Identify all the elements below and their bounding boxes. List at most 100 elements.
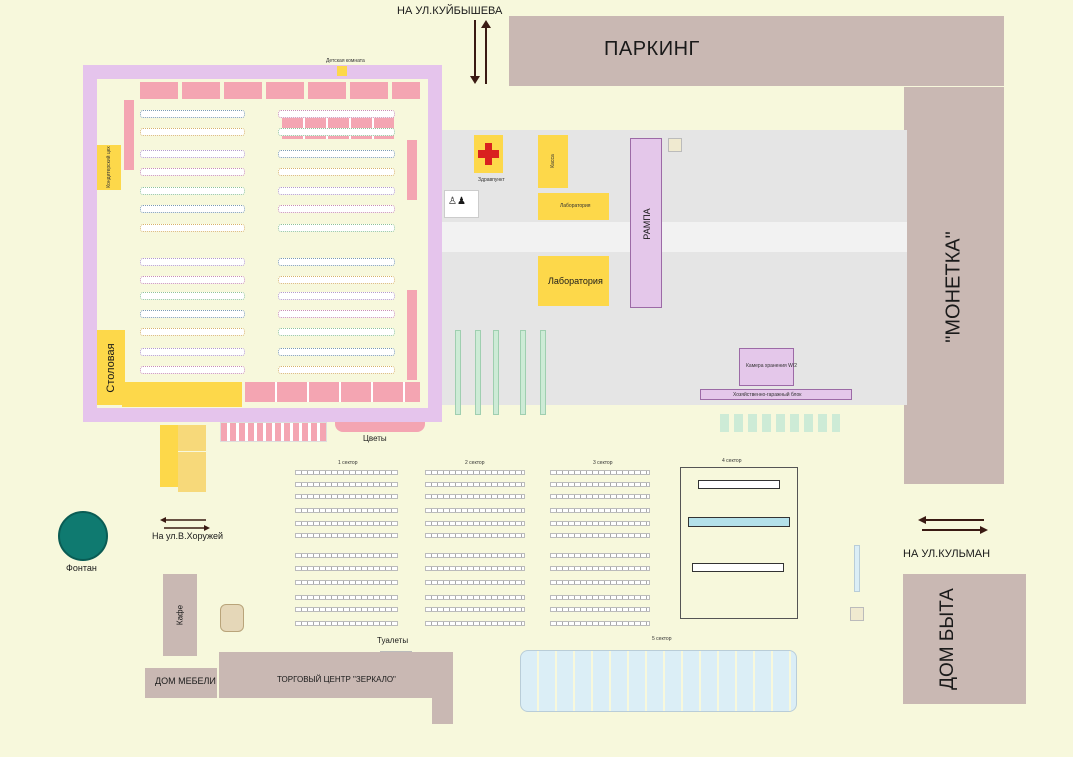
top-booths: [140, 82, 420, 99]
flower-booths: [335, 422, 425, 432]
market-stall-row: [550, 482, 650, 487]
stall-row: [140, 328, 245, 336]
stall-row: [278, 366, 395, 374]
market-stall-row: [295, 533, 398, 538]
market-stall-row: [425, 621, 525, 626]
market-stall-row: [295, 607, 398, 612]
household-block: Хозяйственно-гаражный блок: [700, 389, 852, 400]
ramp: РАМПА: [630, 138, 662, 308]
household-label: Хозяйственно-гаражный блок: [733, 392, 802, 398]
market-stall-row: [425, 553, 525, 558]
market-stall-row: [295, 553, 398, 558]
stall-row: [140, 258, 245, 266]
outdoor-stall-column: [493, 330, 499, 415]
stall-row: [140, 224, 245, 232]
market-stall-row: [550, 607, 650, 612]
service-yard-strip: [442, 222, 907, 252]
stall-row: [278, 187, 395, 195]
parking-label: ПАРКИНГ: [604, 38, 700, 60]
stall-row: [278, 276, 395, 284]
stall-row: [140, 187, 245, 195]
mall-block: ТОРГОВЫЙ ЦЕНТР "ЗЕРКАЛО": [219, 652, 453, 698]
fountain-label: Фонтан: [66, 563, 97, 573]
stall-row: [278, 205, 395, 213]
furniture-house-label: ДОМ МЕБЕЛИ: [155, 676, 216, 686]
market-stall-row: [295, 580, 398, 585]
lab-small-label: Лаборатория: [560, 203, 591, 209]
pavilion-left-3: [178, 452, 206, 492]
market-stall-row: [550, 494, 650, 499]
ramp-label: РАМПА: [642, 208, 652, 240]
market-stall-row: [295, 494, 398, 499]
label-to-kuibysheva: НА УЛ.КУЙБЫШЕВА: [397, 5, 503, 17]
kiosk-row: [720, 414, 840, 432]
fountain: [58, 511, 108, 561]
moneta-block: "МОНЕТКА": [904, 87, 1004, 484]
market-stall-row: [550, 595, 650, 600]
market-stall-row: [425, 566, 525, 571]
market-stall-row: [295, 521, 398, 526]
stall-row: [278, 168, 395, 176]
stall-row: [278, 310, 395, 318]
stall-row: [278, 258, 395, 266]
children-room: [337, 66, 347, 76]
dom-byta-block: ДОМ БЫТА: [903, 574, 1026, 704]
stall-row: [140, 110, 245, 118]
market-stall-row: [550, 566, 650, 571]
canteen-hall: [122, 382, 242, 407]
toilets-label: Туалеты: [377, 636, 409, 645]
furniture-house: ДОМ МЕБЕЛИ: [145, 668, 217, 698]
outdoor-stall-column: [455, 330, 461, 415]
market-stall-row: [295, 595, 398, 600]
outdoor-stall-column: [540, 330, 546, 415]
sector-4-row-a: [698, 480, 780, 489]
stall-row: [278, 348, 395, 356]
market-stall-row: [425, 470, 525, 475]
market-stall-row: [425, 494, 525, 499]
confectionery-block: Кондитерский цех: [97, 145, 121, 190]
market-stall-row: [425, 482, 525, 487]
sector-3-label: 3 сектор: [593, 460, 613, 466]
health-post: [474, 135, 503, 173]
sector-5-pavilions: [520, 650, 797, 712]
tall-stall: [854, 545, 860, 592]
left-booth-column: [124, 100, 134, 170]
to-khoruzhey-label: На ул.В.Хоружей: [152, 531, 224, 541]
market-stall-row: [425, 533, 525, 538]
market-stall-row: [550, 553, 650, 558]
moneta-label: "МОНЕТКА": [942, 231, 965, 343]
mall-annex: [432, 698, 453, 724]
sector-1-label: 1 сектор: [338, 460, 358, 466]
stall-row: [140, 348, 245, 356]
small-kiosk: [668, 138, 682, 152]
market-stall-row: [295, 566, 398, 571]
stall-row: [278, 292, 395, 300]
stall-row: [140, 366, 245, 374]
stall-row: [140, 168, 245, 176]
sector-4-label: 4 сектор: [722, 458, 742, 464]
stall-row: [278, 224, 395, 232]
kiosk-octagon: [220, 604, 244, 632]
stall-row: [278, 110, 395, 118]
toilet-icon: ♙♟: [448, 196, 466, 207]
pavilion-left-2: [178, 425, 206, 451]
cashier-block: Касса: [538, 135, 568, 188]
mall-label: ТОРГОВЫЙ ЦЕНТР "ЗЕРКАЛО": [277, 675, 396, 684]
children-room-label: Детская комната: [326, 58, 365, 64]
market-stall-row: [425, 595, 525, 600]
bottom-booths: [245, 382, 420, 402]
outdoor-stall-column: [475, 330, 481, 415]
service-yard: [442, 130, 907, 405]
market-stall-row: [425, 580, 525, 585]
laboratory-label: Лаборатория: [548, 276, 603, 286]
market-stall-row: [295, 470, 398, 475]
small-kiosk-2: [850, 607, 864, 621]
stall-row: [278, 128, 395, 136]
stall-row: [140, 276, 245, 284]
stall-row: [140, 292, 245, 300]
market-stall-row: [550, 580, 650, 585]
canteen-label: Столовая: [105, 343, 117, 393]
right-booth-column: [407, 140, 417, 200]
market-stall-row: [425, 508, 525, 513]
cafe-label: Кафе: [175, 604, 185, 626]
